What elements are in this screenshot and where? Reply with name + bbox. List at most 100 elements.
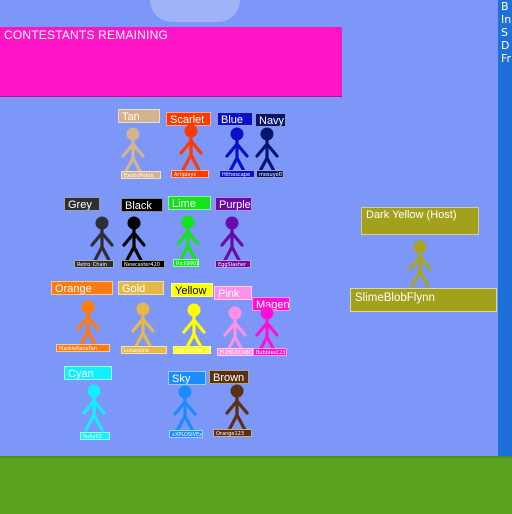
stick-figure-right-arm [230, 231, 244, 247]
stick-figure-right-leg [132, 245, 144, 264]
stick-figure-blue[interactable] [222, 127, 252, 175]
side-panel-line: B [501, 0, 509, 13]
stick-figure-scarlet[interactable] [176, 124, 206, 172]
stick-figure-left-leg [222, 245, 234, 264]
stick-figure-grey[interactable] [87, 216, 117, 264]
stick-figure-left-arm [76, 315, 90, 331]
stick-figure-head [126, 127, 140, 141]
stick-figure-navy[interactable] [252, 127, 282, 175]
stick-figure-head [230, 384, 244, 398]
stick-figure-lime[interactable] [173, 215, 203, 263]
stick-figure-left-leg [124, 245, 136, 264]
stick-figure-right-arm [183, 400, 197, 416]
stick-figure-head [225, 216, 239, 230]
side-panel-line: Fr [501, 52, 512, 65]
color-label-brown: Brown [209, 370, 249, 384]
stick-figure-sky[interactable] [170, 385, 200, 433]
stick-figure-left-arm [408, 255, 422, 271]
stick-figure-black[interactable] [119, 216, 149, 264]
username-tag-pink: FLPBLOCKBOY [217, 348, 253, 356]
stick-figure-left-leg [84, 413, 96, 432]
stick-figure-left-arm [121, 142, 135, 158]
stick-figure-right-arm [86, 315, 100, 331]
stick-figure-left-arm [255, 142, 269, 158]
host-username-tag: SlimeBlobFlynn [350, 288, 497, 312]
username-tag-brown: Orange123 [213, 429, 252, 437]
side-panel-line: In [501, 13, 512, 26]
host-stick-figure[interactable] [405, 240, 435, 288]
stick-figure-right-leg [92, 413, 104, 432]
stick-figure-right-arm [265, 142, 279, 158]
stick-figure-right-leg [100, 245, 112, 264]
color-label-blue: Blue [217, 112, 253, 126]
color-label-grey: Grey [64, 197, 100, 211]
side-panel[interactable]: B In S D Fr [498, 0, 512, 456]
stick-figure-right-leg [131, 156, 143, 175]
stick-figure-right-arm [235, 142, 249, 158]
stick-figure-left-arm [176, 230, 190, 246]
stick-figure-head [81, 300, 95, 314]
contestants-remaining-banner: CONTESTANTS REMAINING [0, 27, 342, 97]
stick-figure-right-arm [100, 231, 114, 247]
username-tag-purple: EggSlasher [215, 260, 251, 268]
stick-figure-head [230, 127, 244, 141]
stick-figure-right-arm [131, 142, 145, 158]
stick-figure-head [260, 306, 274, 320]
stick-figure-right-arm [186, 230, 200, 246]
stick-figure-head [187, 303, 201, 317]
stick-figure-left-arm [255, 321, 269, 337]
cloud [150, 0, 240, 22]
stick-figure-left-arm [82, 399, 96, 415]
side-panel-line: S [501, 26, 508, 39]
stick-figure-left-arm [225, 399, 239, 415]
color-label-pink: Pink [214, 286, 252, 300]
stick-figure-left-arm [223, 321, 237, 337]
stick-figure-left-leg [78, 329, 90, 348]
color-label-yellow: Yellow [171, 283, 213, 297]
color-label-tan: Tan [118, 109, 160, 123]
stick-figure-right-leg [86, 329, 98, 348]
stick-figure-left-arm [131, 317, 145, 333]
stick-figure-right-leg [418, 269, 430, 288]
stick-figure-right-leg [230, 245, 242, 264]
stick-figure-purple[interactable] [217, 216, 247, 264]
stick-figure-orange[interactable] [73, 300, 103, 348]
username-tag-yellow: Joshimator_11 [173, 346, 211, 354]
stick-figure-right-arm [235, 399, 249, 415]
banner-title: CONTESTANTS REMAINING [4, 28, 168, 42]
grass-ground [0, 456, 512, 514]
stick-figure-left-leg [123, 156, 135, 175]
stick-figure-right-leg [186, 244, 198, 263]
stick-figure-magenta[interactable] [252, 306, 282, 354]
color-label-lime: Lime [168, 196, 211, 210]
stick-figure-yellow[interactable] [179, 303, 209, 351]
username-tag-magenta: Bubbles123 [253, 348, 287, 356]
stick-figure-tan[interactable] [118, 127, 148, 175]
stick-figure-right-arm [265, 321, 279, 337]
username-tag-lime: Rick9901 [173, 259, 199, 267]
color-label-purple: Purple [215, 197, 252, 211]
stick-figure-cyan[interactable] [79, 384, 109, 432]
stick-figure-right-arm [418, 255, 432, 271]
username-tag-gold: Lunarpine [121, 346, 167, 354]
username-tag-scarlet: Artiplayz [171, 170, 209, 178]
stick-figure-left-leg [175, 414, 187, 433]
stick-figure-right-arm [192, 318, 206, 334]
stick-figure-head [228, 306, 242, 320]
stick-figure-right-leg [189, 153, 201, 172]
stick-figure-pink[interactable] [220, 306, 250, 354]
stick-figure-brown[interactable] [222, 384, 252, 432]
side-panel-line: D [501, 39, 510, 52]
username-tag-grey: Retro_Chain [74, 260, 114, 268]
username-tag-black: Newcaster420 [121, 260, 165, 268]
color-label-orange: Orange [51, 281, 113, 295]
stick-figure-right-arm [233, 321, 247, 337]
stick-figure-right-leg [141, 331, 153, 350]
stick-figure-head [413, 240, 427, 254]
stick-figure-left-arm [90, 231, 104, 247]
stick-figure-right-arm [189, 139, 203, 155]
stick-figure-gold[interactable] [128, 302, 158, 350]
stick-figure-left-leg [178, 244, 190, 263]
color-label-black: Black [121, 198, 163, 212]
stick-figure-head [95, 216, 109, 230]
